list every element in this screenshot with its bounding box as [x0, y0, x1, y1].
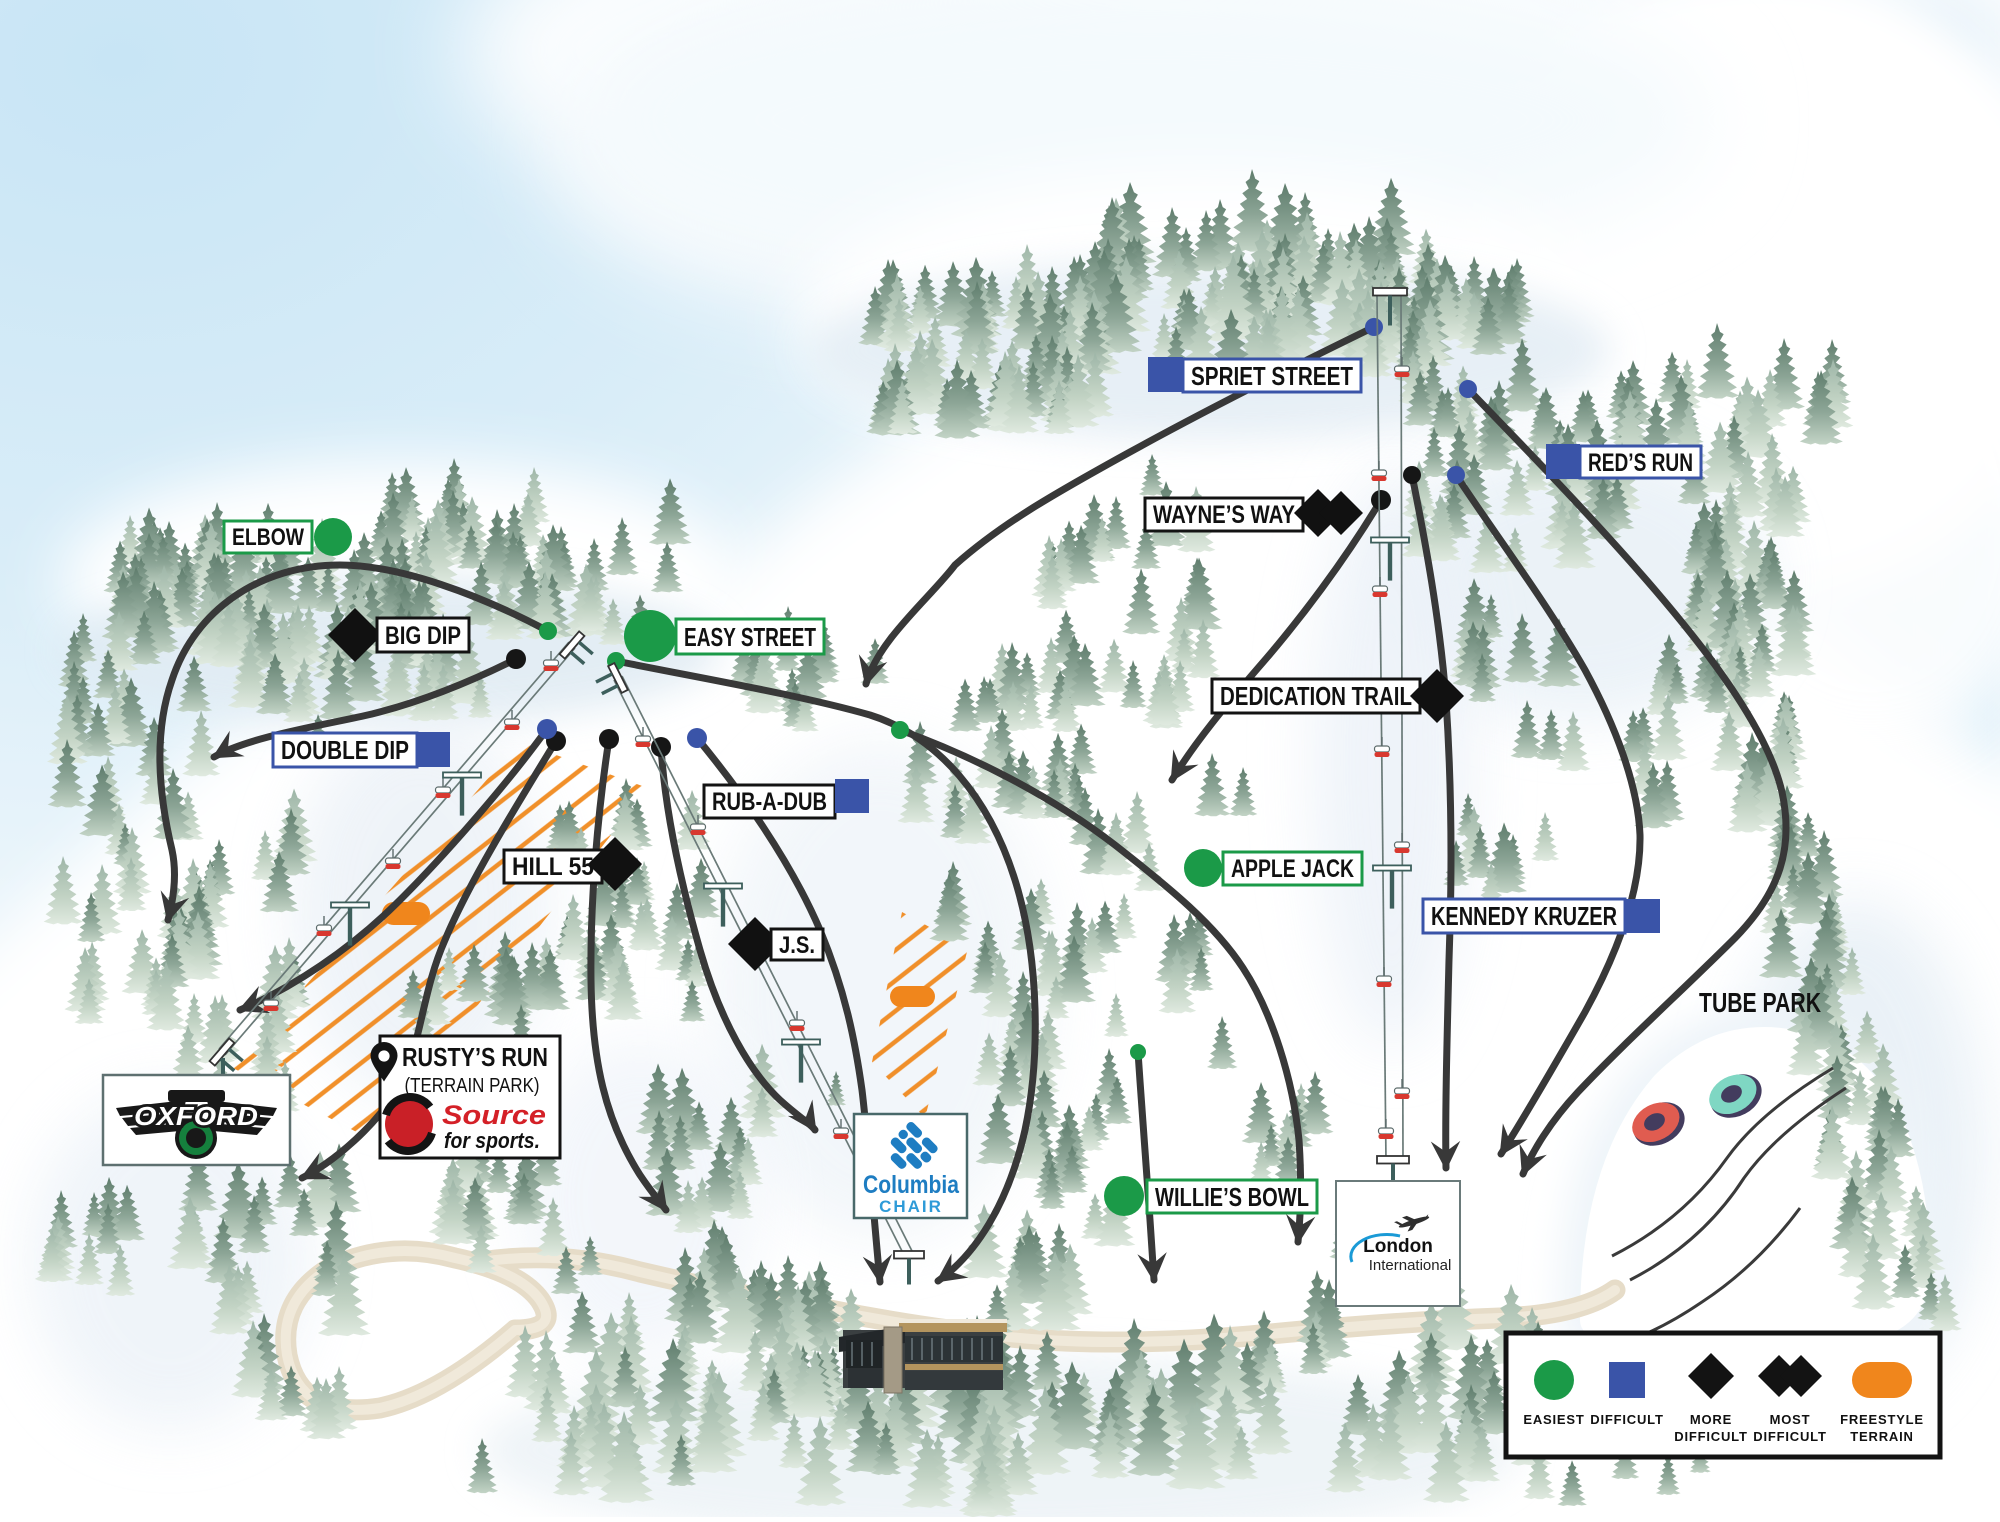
svg-text:APPLE JACK: APPLE JACK [1231, 855, 1354, 883]
svg-text:J.S.: J.S. [779, 932, 815, 959]
svg-text:RED’S RUN: RED’S RUN [1588, 449, 1693, 477]
svg-text:DEDICATION TRAIL: DEDICATION TRAIL [1220, 681, 1412, 711]
svg-text:Columbia: Columbia [863, 1171, 960, 1199]
svg-text:for sports.: for sports. [444, 1128, 540, 1153]
svg-text:DIFFICULT: DIFFICULT [1674, 1429, 1747, 1444]
svg-text:DIFFICULT: DIFFICULT [1753, 1429, 1826, 1444]
svg-text:International: International [1369, 1257, 1452, 1274]
svg-text:KENNEDY KRUZER: KENNEDY KRUZER [1431, 901, 1617, 931]
svg-text:CHAIR: CHAIR [879, 1197, 943, 1216]
svg-text:ELBOW: ELBOW [232, 524, 304, 551]
svg-text:London: London [1363, 1236, 1433, 1257]
svg-text:WILLIE’S BOWL: WILLIE’S BOWL [1155, 1182, 1309, 1212]
svg-text:Source: Source [442, 1100, 546, 1130]
svg-text:WAYNE’S WAY: WAYNE’S WAY [1153, 501, 1295, 529]
svg-text:DIFFICULT: DIFFICULT [1590, 1412, 1663, 1427]
svg-text:MOST: MOST [1770, 1412, 1811, 1427]
svg-text:MORE: MORE [1690, 1412, 1732, 1427]
svg-text:EASIEST: EASIEST [1523, 1412, 1584, 1427]
svg-text:RUSTY’S RUN: RUSTY’S RUN [402, 1042, 548, 1072]
svg-text:TUBE PARK: TUBE PARK [1699, 987, 1821, 1018]
svg-text:(TERRAIN PARK): (TERRAIN PARK) [405, 1075, 540, 1097]
svg-text:FREESTYLE: FREESTYLE [1840, 1412, 1924, 1427]
svg-text:OXFORD: OXFORD [134, 1101, 258, 1131]
svg-text:DOUBLE DIP: DOUBLE DIP [281, 735, 409, 765]
svg-text:EASY STREET: EASY STREET [684, 622, 816, 652]
svg-text:RUB-A-DUB: RUB-A-DUB [712, 788, 827, 816]
svg-text:HILL 55: HILL 55 [512, 853, 594, 881]
svg-text:BIG DIP: BIG DIP [385, 622, 461, 650]
svg-text:SPRIET STREET: SPRIET STREET [1191, 361, 1353, 391]
svg-text:TERRAIN: TERRAIN [1850, 1429, 1913, 1444]
